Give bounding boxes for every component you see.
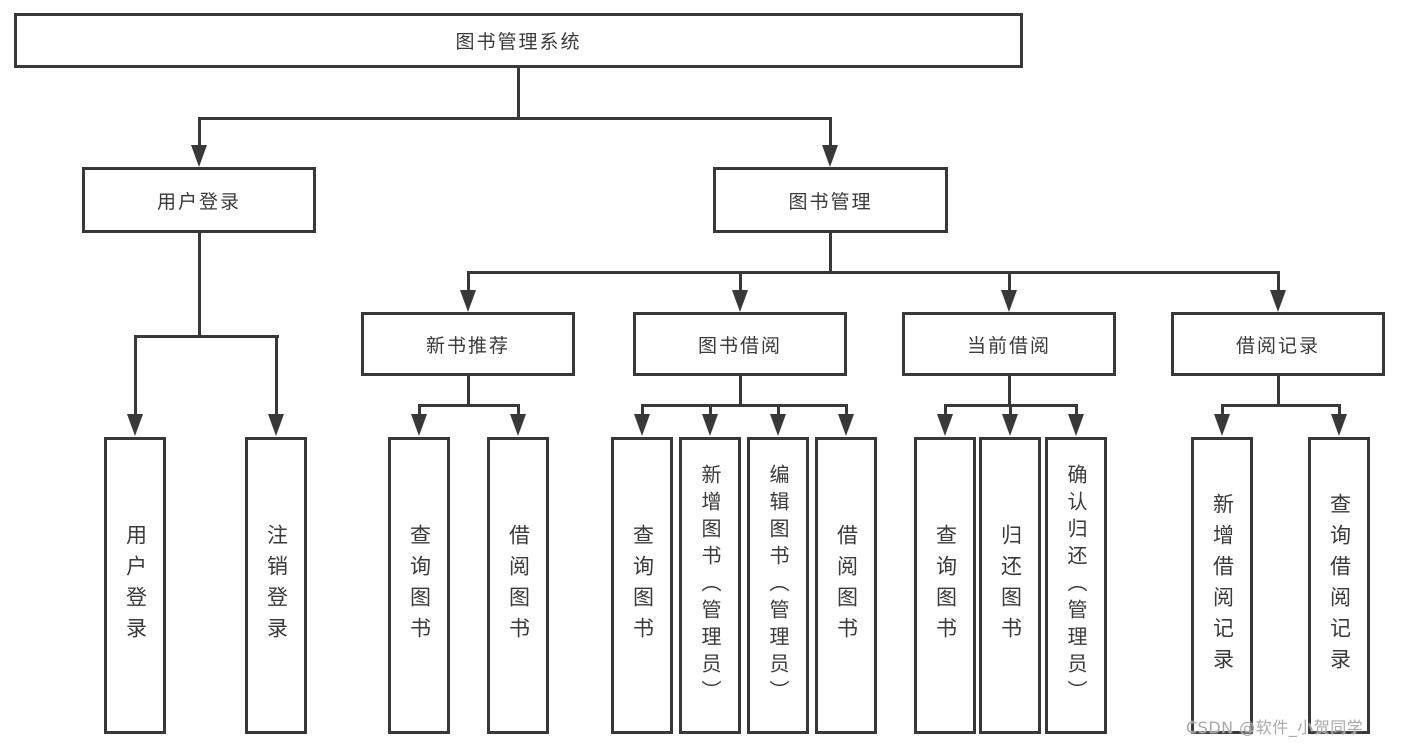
connector	[466, 270, 1280, 274]
arrow-down-icon	[1002, 414, 1018, 436]
arrow-down-icon	[1270, 290, 1286, 312]
connector	[708, 405, 712, 416]
arrow-down-icon	[770, 414, 786, 436]
arrow-down-icon	[634, 414, 650, 436]
node-book-borrowing: 图书借阅	[633, 312, 847, 376]
connector	[1276, 376, 1280, 405]
arrow-down-icon	[838, 414, 854, 436]
leaf-query-books-recommend: 查询图书	[388, 437, 450, 734]
connector	[197, 116, 832, 120]
watermark-text: CSDN @软件_小贺同学	[1186, 718, 1364, 737]
connector	[197, 118, 201, 148]
connector	[640, 405, 644, 416]
connector	[466, 272, 470, 292]
leaf-borrow-books-borrowing: 借阅图书	[815, 437, 877, 734]
arrow-down-icon	[702, 414, 718, 436]
arrow-down-icon	[411, 414, 427, 436]
leaf-add-book-admin: 新增图书（管理员）	[679, 437, 741, 734]
leaf-logout: 注销登录	[245, 437, 307, 734]
connector	[1220, 405, 1224, 416]
connector	[1008, 405, 1012, 416]
leaf-return-book: 归还图书	[979, 437, 1041, 734]
connector	[417, 405, 421, 416]
leaf-confirm-return-admin: 确认归还（管理员）	[1045, 437, 1107, 734]
leaf-query-books-borrowing: 查询图书	[611, 437, 673, 734]
node-library-management-system: 图书管理系统	[14, 13, 1023, 68]
arrow-down-icon	[1331, 414, 1347, 436]
leaf-borrow-books-recommend: 借阅图书	[487, 437, 549, 734]
connector	[133, 334, 279, 338]
connector	[197, 233, 201, 336]
leaf-edit-book-admin: 编辑图书（管理员）	[747, 437, 809, 734]
connector	[1337, 405, 1341, 416]
node-book-management: 图书管理	[713, 167, 948, 233]
arrow-down-icon	[1068, 414, 1084, 436]
arrow-down-icon	[1001, 290, 1017, 312]
arrow-down-icon	[460, 290, 476, 312]
connector	[1007, 376, 1011, 405]
leaf-query-borrow-record: 查询借阅记录	[1308, 437, 1370, 734]
leaf-query-books-current: 查询图书	[914, 437, 976, 734]
connector	[274, 336, 278, 416]
arrow-down-icon	[937, 414, 953, 436]
connector	[640, 403, 848, 407]
connector	[417, 403, 520, 407]
connector	[1220, 403, 1341, 407]
leaf-add-borrow-record: 新增借阅记录	[1191, 437, 1253, 734]
connector	[776, 405, 780, 416]
connector	[844, 405, 848, 416]
connector	[516, 68, 520, 118]
leaf-user-login: 用户登录	[104, 437, 166, 734]
arrow-down-icon	[127, 414, 143, 436]
connector	[1007, 272, 1011, 292]
arrow-down-icon	[822, 145, 838, 167]
node-current-borrowing: 当前借阅	[902, 312, 1116, 376]
connector	[943, 405, 947, 416]
connector	[738, 272, 742, 292]
arrow-down-icon	[1214, 414, 1230, 436]
arrow-down-icon	[268, 414, 284, 436]
connector	[133, 336, 137, 416]
connector	[1276, 272, 1280, 292]
node-borrowing-records: 借阅记录	[1171, 312, 1385, 376]
connector	[466, 376, 470, 405]
connector	[516, 405, 520, 416]
connector	[828, 233, 832, 272]
connector	[1074, 405, 1078, 416]
node-new-book-recommendation: 新书推荐	[361, 312, 575, 376]
arrow-down-icon	[732, 290, 748, 312]
connector	[828, 118, 832, 148]
arrow-down-icon	[191, 145, 207, 167]
node-user-login: 用户登录	[82, 167, 316, 233]
arrow-down-icon	[510, 414, 526, 436]
connector	[738, 376, 742, 405]
